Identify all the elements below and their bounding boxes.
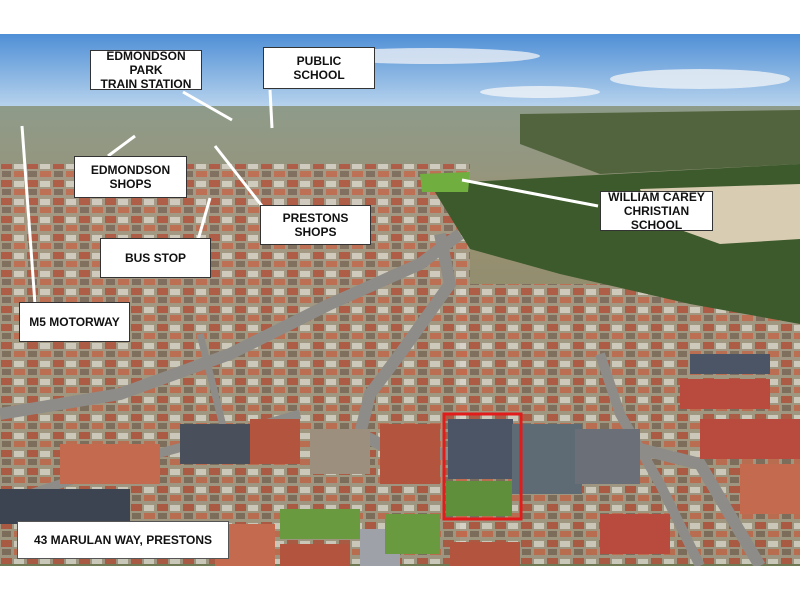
leader-line-station: [182, 90, 233, 122]
label-m5-motorway: M5 MOTORWAY: [19, 302, 130, 342]
label-public-school: PUBLIC SCHOOL: [263, 47, 375, 89]
leader-line-school: [268, 89, 274, 129]
property-highlight: [442, 412, 523, 521]
label-prestons-shops: PRESTONS SHOPS: [260, 205, 371, 245]
leader-line-william-carey: [461, 178, 599, 208]
bottom-margin: [0, 566, 800, 600]
leader-line-bus-stop: [196, 197, 212, 241]
leader-line-edmondson-shops: [107, 134, 136, 158]
aerial-photo: [0, 34, 800, 566]
label-bus-stop: BUS STOP: [100, 238, 211, 278]
label-edmondson-shops: EDMONDSON SHOPS: [74, 156, 187, 198]
label-edmondson-park-station: EDMONDSON PARK TRAIN STATION: [90, 49, 202, 91]
leader-line-m5: [20, 125, 37, 305]
leader-line-prestons-shops: [213, 145, 264, 207]
address-caption: 43 MARULAN WAY, PRESTONS: [17, 521, 229, 559]
label-william-carey-school: WILLIAM CAREY CHRISTIAN SCHOOL: [600, 190, 713, 232]
